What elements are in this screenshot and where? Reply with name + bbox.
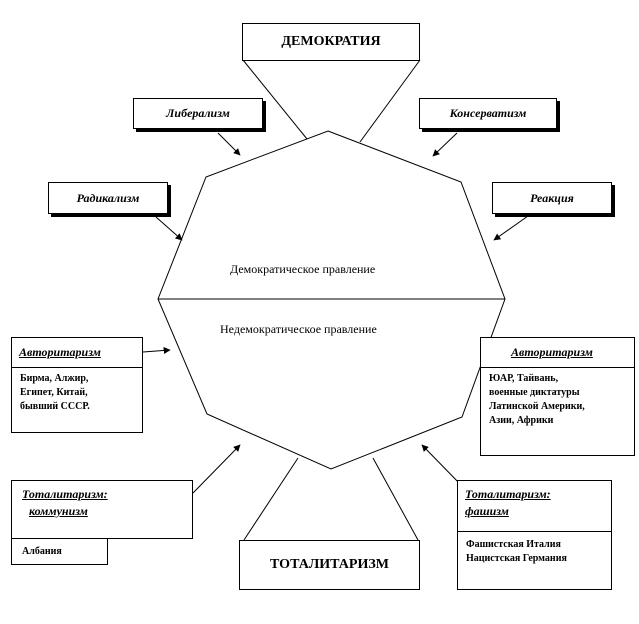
communism-title-line1: Тоталитаризм: [22,487,108,501]
fascism-box: Тоталитаризм: фашизм Фашистская Италия Н… [457,480,612,590]
arrow-authoritarianism-left [142,346,171,354]
fascism-line: Фашистская Италия [466,539,561,550]
democracy-title: ДЕМОКРАТИЯ [281,34,381,49]
central-octagon [157,130,506,470]
authoritarianism-right-line: Латинской Америки, [489,401,585,412]
democratic-rule-label: Демократическое правление [230,262,376,276]
authoritarianism-right-title: Авторитаризм [511,345,593,359]
arrow-liberalism [217,132,241,156]
authoritarianism-right-line: военные диктатуры [489,387,580,398]
authoritarianism-left-line: Египет, Китай, [20,387,88,398]
authoritarianism-left-title: Авторитаризм [19,345,101,359]
conservatism-label: Консерватизм [449,106,527,120]
communism-example-box: Албания [11,538,108,565]
communism-box: Тоталитаризм: коммунизм [11,480,193,539]
conservatism-box: Консерватизм [419,98,557,129]
authoritarianism-left-line: бывший СССР. [20,401,90,412]
authoritarianism-right-line: Азии, Африки [489,415,554,426]
authoritarianism-right-box: Авторитаризм ЮАР, Тайвань, военные дикта… [480,337,635,456]
communism-title-line2: коммунизм [29,504,88,518]
fascism-title-line1: Тоталитаризм: [465,487,551,501]
reaction-label: Реакция [530,191,574,205]
bottom-funnel-left [243,457,299,541]
authoritarianism-left-box: Авторитаризм Бирма, Алжир, Египет, Китай… [11,337,143,433]
arrow-radicalism [155,216,183,241]
radicalism-label: Радикализм [76,191,140,205]
bottom-funnel-right [372,457,419,541]
democracy-box: ДЕМОКРАТИЯ [242,23,420,61]
top-funnel-right [359,59,421,143]
radicalism-box: Радикализм [48,182,168,214]
arrow-fascism [421,444,464,488]
communism-example: Албания [22,546,62,557]
arrow-conservatism [432,132,458,157]
fascism-line: Нацистская Германия [466,553,567,564]
arrow-communism [192,444,241,494]
totalitarianism-box: ТОТАЛИТАРИЗМ [239,540,420,590]
arrow-reaction [493,215,529,241]
fascism-title-line2: фашизм [465,504,509,518]
totalitarianism-title: ТОТАЛИТАРИЗМ [270,557,389,572]
authoritarianism-right-line: ЮАР, Тайвань, [489,373,559,384]
authoritarianism-left-line: Бирма, Алжир, [20,373,89,384]
reaction-box: Реакция [492,182,612,214]
liberalism-box: Либерализм [133,98,263,129]
top-funnel-left [242,59,308,140]
nondemocratic-rule-label: Недемократическое правление [220,322,377,336]
liberalism-label: Либерализм [166,106,230,120]
